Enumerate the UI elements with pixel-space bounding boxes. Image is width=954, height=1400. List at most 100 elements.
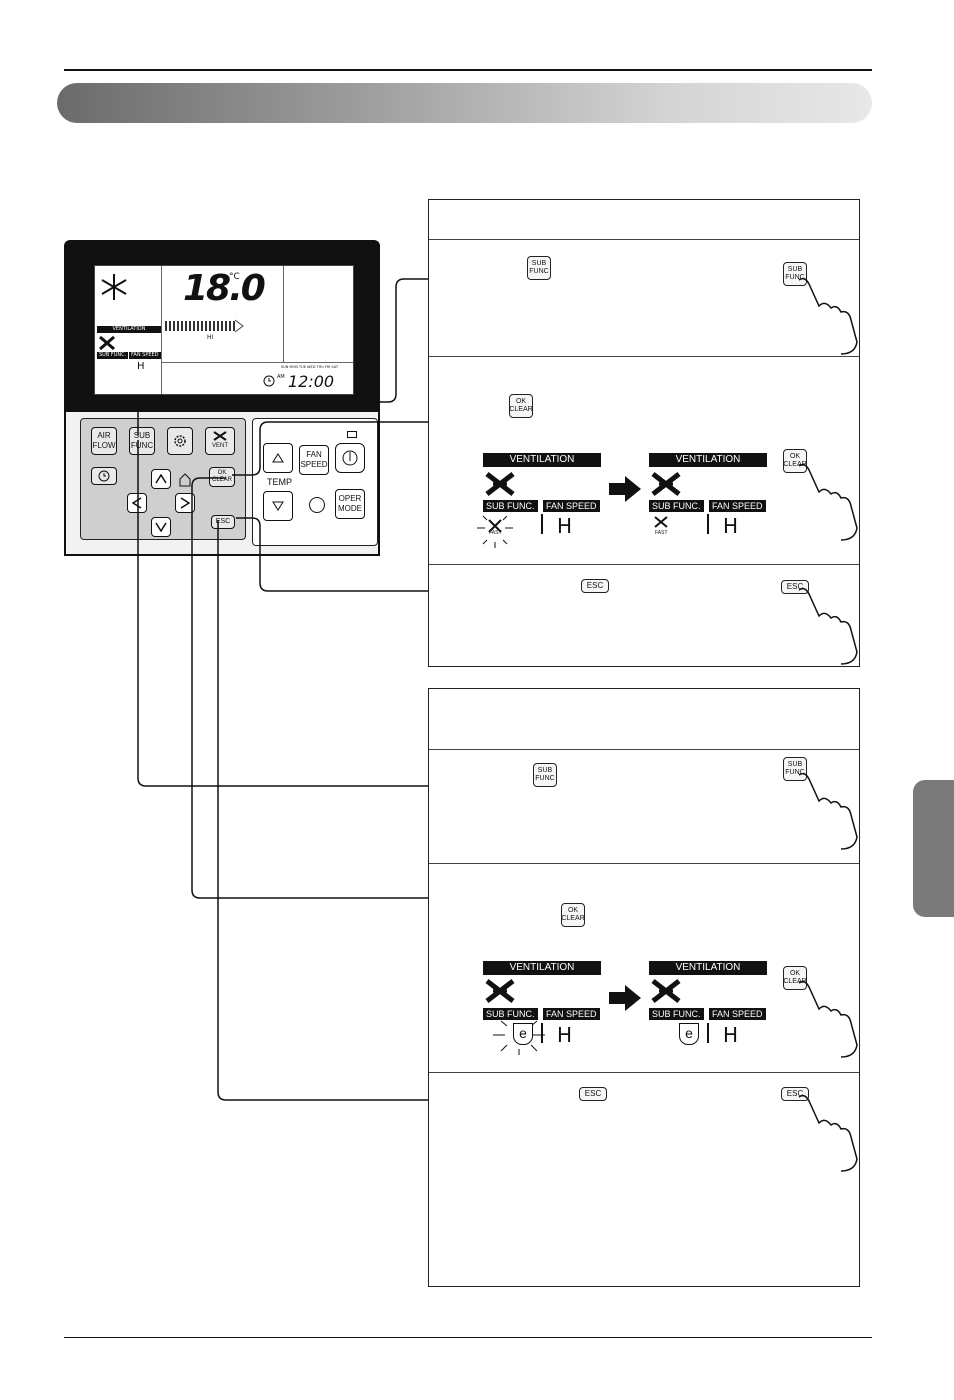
vent-icon	[485, 472, 515, 496]
display-before-ventilation: VENTILATION	[483, 961, 601, 975]
display-after-sub-value: e	[679, 1023, 699, 1045]
oper-mode-button[interactable]: OPER MODE	[335, 489, 365, 519]
air-flow-button[interactable]: AIR FLOW	[91, 427, 117, 455]
ok-clear-key-icon: OK CLEAR	[509, 394, 533, 418]
display-after-sub-func: SUB FUNC.	[649, 1008, 704, 1020]
lcd-fan-value: H	[137, 361, 145, 372]
display-after-fan-speed: FAN SPEED	[709, 1008, 766, 1020]
triangle-up-icon	[272, 453, 284, 463]
chapter-side-tab	[913, 780, 954, 917]
esc-key-touch: ESC	[781, 1087, 809, 1101]
vent-icon	[651, 472, 681, 496]
vent-energy-panel: SUB FUNC SUB FUNC OK CLEAR VENTILATION S…	[428, 688, 860, 1287]
top-rule	[64, 69, 872, 71]
up-button[interactable]	[151, 469, 171, 489]
remote-controller: 18.0 °C HI VENTILATION SUB FUNC. FAN SPE…	[64, 240, 380, 556]
display-after-fan-value: H	[723, 1023, 739, 1047]
right-button[interactable]	[175, 493, 195, 513]
power-button[interactable]	[335, 443, 365, 473]
down-button[interactable]	[151, 517, 171, 537]
vent-icon	[485, 979, 515, 1003]
lcd-level-label: HI	[207, 334, 214, 341]
temp-down-button[interactable]	[263, 491, 293, 521]
esc-key-icon: ESC	[579, 1087, 607, 1101]
panel-divider	[429, 239, 859, 240]
display-before-fan-speed: FAN SPEED	[543, 1008, 600, 1020]
lcd-level-bar	[165, 321, 235, 331]
lcd-temperature: 18.0	[183, 268, 266, 309]
remote-display-housing: 18.0 °C HI VENTILATION SUB FUNC. FAN SPE…	[64, 240, 380, 412]
display-before-sub-func: SUB FUNC.	[483, 500, 538, 512]
left-button-pad: AIR FLOW SUB FUNC VENT	[80, 418, 246, 540]
pointing-hand-icon	[798, 1094, 858, 1172]
blinking-energy-icon	[493, 1020, 545, 1055]
panel-divider	[429, 863, 859, 864]
gear-icon	[174, 435, 186, 447]
cooling-snowflake-icon	[101, 274, 127, 300]
section-header-band	[57, 83, 872, 123]
lcd-clock-icon	[263, 375, 275, 387]
display-after-ventilation: VENTILATION	[649, 961, 767, 975]
energy-e-label: e	[519, 1025, 527, 1041]
settings-button[interactable]	[167, 427, 193, 455]
chevron-right-icon	[180, 497, 190, 509]
esc-key-touch: ESC	[781, 580, 809, 594]
display-before-ventilation: VENTILATION	[483, 453, 601, 467]
lcd-am: AM	[277, 374, 285, 380]
display-divider	[707, 514, 709, 534]
ok-clear-key-icon: OK CLEAR	[561, 903, 585, 927]
lcd-temp-unit: °C	[229, 272, 240, 282]
display-before-fan-value: H	[557, 514, 573, 538]
vent-button-label: VENT	[211, 443, 228, 449]
display-after-fan-speed: FAN SPEED	[709, 500, 766, 512]
sensor-circle	[309, 497, 325, 513]
triangle-down-icon	[272, 501, 284, 511]
panel-divider	[429, 749, 859, 750]
sub-func-button[interactable]: SUB FUNC	[129, 427, 155, 455]
pointing-hand-icon	[798, 772, 858, 850]
remote-button-panel: AIR FLOW SUB FUNC VENT	[64, 412, 380, 556]
panel-divider	[429, 1072, 859, 1073]
lcd-hline	[161, 362, 353, 363]
display-before-sub-value: FAST	[489, 530, 502, 536]
vent-speed-panel: SUB FUNC SUB FUNC OK CLEAR VENTILATION S…	[428, 199, 860, 667]
ok-clear-key-touch: OK CLEAR	[783, 966, 807, 990]
ok-clear-key-touch: OK CLEAR	[783, 449, 807, 473]
display-before-sub-func: SUB FUNC.	[483, 1008, 538, 1020]
timer-button[interactable]	[91, 467, 117, 485]
pointing-hand-icon	[798, 980, 858, 1058]
vent-icon	[213, 431, 227, 441]
vent-button[interactable]: VENT	[205, 427, 235, 455]
right-button-pad: TEMP FAN SPEED OPER MODE	[252, 418, 378, 546]
clock-icon	[98, 470, 110, 482]
chevron-up-icon	[155, 474, 167, 484]
display-before-sub-value: e	[513, 1023, 533, 1045]
temp-up-button[interactable]	[263, 443, 293, 473]
vent-icon	[651, 979, 681, 1003]
display-divider	[541, 514, 543, 534]
pointing-hand-icon	[798, 587, 858, 665]
vent-fast-icon	[654, 516, 668, 528]
lcd-sub-func-tag: SUB FUNC.	[97, 352, 129, 359]
pointing-hand-icon	[798, 463, 858, 541]
lcd-level-outline	[235, 319, 244, 333]
esc-key-icon: ESC	[581, 579, 609, 593]
sub-func-key-touch: SUB FUNC	[783, 757, 807, 781]
arrow-right-icon	[609, 985, 641, 1011]
lcd-vline	[161, 266, 162, 394]
bottom-rule	[64, 1337, 872, 1338]
sub-func-key-icon: SUB FUNC	[533, 763, 557, 787]
lcd-screen: 18.0 °C HI VENTILATION SUB FUNC. FAN SPE…	[94, 265, 354, 395]
lcd-ventilation-tag: VENTILATION	[97, 326, 161, 333]
lcd-days: SUN MON TUE WED THU FRI SAT	[281, 365, 339, 369]
arrow-right-icon	[609, 476, 641, 502]
power-icon	[342, 450, 358, 466]
display-before-fan-speed: FAN SPEED	[543, 500, 600, 512]
temp-label: TEMP	[267, 477, 293, 487]
display-after-fan-value: H	[723, 514, 739, 538]
fan-speed-button[interactable]: FAN SPEED	[299, 445, 329, 475]
lcd-divider	[283, 266, 284, 362]
display-after-sub-func: SUB FUNC.	[649, 500, 704, 512]
esc-button[interactable]: ESC	[211, 515, 235, 529]
ok-clear-button[interactable]: OK CLEAR	[209, 467, 235, 487]
